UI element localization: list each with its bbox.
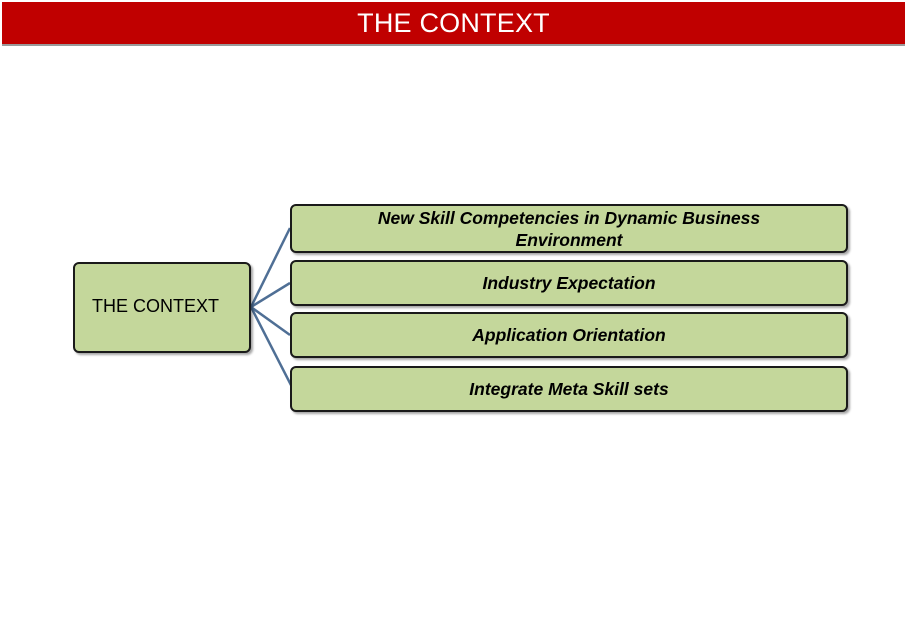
child-node-application-orientation: Application Orientation [290,312,848,358]
root-node-box [73,262,251,353]
child-node-meta-skill-sets: Integrate Meta Skill sets [290,366,848,412]
connector-child-2 [250,305,291,337]
root-node-label: THE CONTEXT [92,296,220,316]
child-node-label: Integrate Meta Skill sets [469,379,669,399]
connector-child-3 [249,306,295,390]
child-node-label: Industry Expectation [482,273,656,293]
child-node-label: Application Orientation [472,325,666,345]
connector-child-1 [250,281,291,309]
child-node-industry-expectation: Industry Expectation [290,260,848,306]
connector-child-0 [249,227,292,308]
title-bar: THE CONTEXT [2,2,905,46]
child-node-skill-competencies: New Skill Competencies in Dynamic Busine… [290,204,848,253]
child-node-label: New Skill Competencies in Dynamic Busine… [377,207,761,250]
slide-title: THE CONTEXT [357,7,550,38]
